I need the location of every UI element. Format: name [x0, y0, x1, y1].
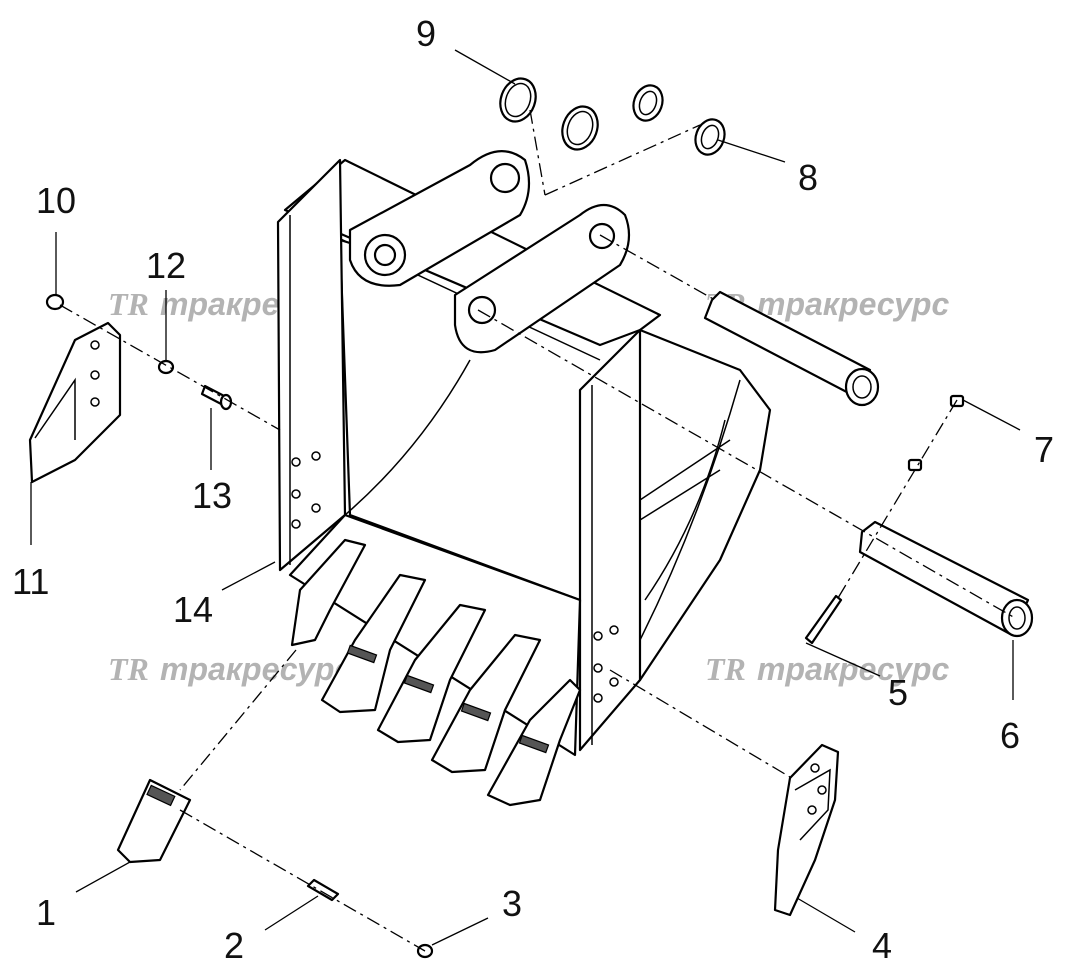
watermark-text: тракресурс	[160, 651, 352, 687]
callout-5: 5	[888, 672, 908, 713]
upper-pin	[703, 290, 880, 407]
callout-11: 11	[12, 561, 49, 602]
o-rings-9	[499, 77, 599, 151]
pin-6	[858, 520, 1034, 638]
leader-lines	[30, 49, 1021, 946]
callout-9: 9	[416, 13, 436, 54]
callout-4: 4	[872, 925, 892, 966]
watermark-bottom-left: TR тракресурс	[108, 651, 352, 687]
bucket-teeth	[290, 538, 582, 807]
bolt-13	[200, 384, 233, 411]
shims-8	[632, 84, 726, 156]
watermark-text: тракресурс	[757, 286, 949, 322]
callouts: 1 2 3 4 5 6 7 8 9 10 11 12 13 14	[12, 13, 1054, 966]
watermark-bottom-right: TR тракресурс	[705, 651, 949, 687]
bolt-5	[804, 594, 843, 645]
pin-2	[306, 878, 340, 902]
side-cutter-11	[28, 321, 122, 484]
callout-12: 12	[146, 245, 186, 286]
callout-7: 7	[1034, 429, 1054, 470]
watermark-logo: TR	[705, 651, 746, 687]
watermark-logo: TR	[108, 286, 149, 322]
washer-12	[157, 359, 175, 375]
tooth-1	[116, 778, 192, 864]
bucket-body	[276, 150, 772, 757]
assembly-lines	[59, 109, 1016, 952]
nuts-7	[907, 394, 965, 472]
callout-2: 2	[224, 925, 244, 966]
watermark-logo: TR	[108, 651, 149, 687]
side-cutter-4	[773, 743, 840, 917]
callout-14: 14	[173, 589, 213, 630]
front-ear-plate	[453, 203, 631, 354]
watermark-text: тракресурс	[757, 651, 949, 687]
callout-3: 3	[502, 883, 522, 924]
callout-6: 6	[1000, 715, 1020, 756]
callout-13: 13	[192, 475, 232, 516]
callout-1: 1	[36, 892, 56, 933]
callout-10: 10	[36, 180, 76, 221]
right-side-plate	[578, 328, 642, 752]
callout-8: 8	[798, 157, 818, 198]
nut-10	[45, 293, 65, 311]
